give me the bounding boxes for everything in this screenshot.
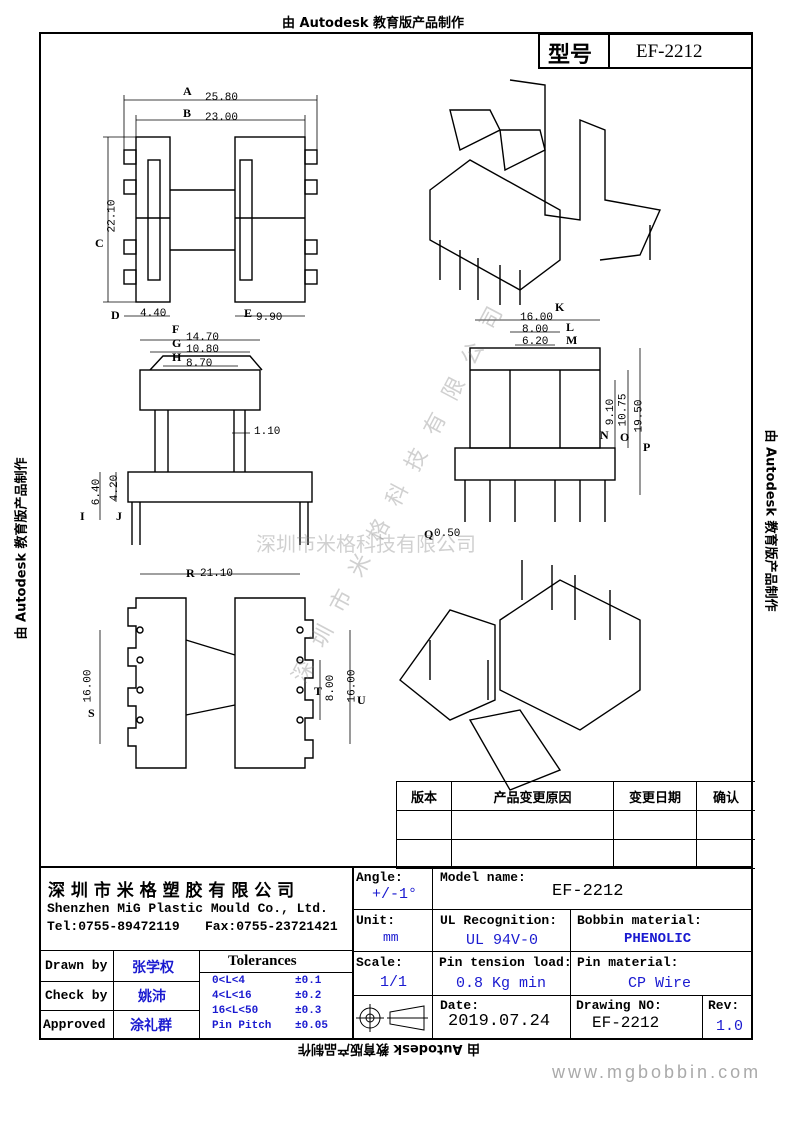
angle-value: +/-1°: [372, 886, 418, 903]
dim-S-label: S: [88, 706, 95, 720]
dim-T-label: T: [314, 684, 323, 698]
dim-D-label: D: [111, 308, 120, 322]
tol-value-1: ±0.2: [295, 990, 322, 1002]
watermark-horizontal: 深圳市米格科技有限公司: [256, 532, 476, 556]
dim-I-label: I: [80, 509, 85, 523]
dim-E-value: 9.90: [256, 312, 283, 324]
dim-J-value: 4.20: [109, 474, 122, 502]
dim-L-label: L: [566, 320, 575, 334]
drawn-by-label: Drawn by: [45, 958, 108, 973]
dim-G-value: 10.80: [186, 344, 220, 356]
dim-Q-label: Q: [424, 527, 434, 541]
tol-range-2: 16<L<50: [212, 1005, 259, 1017]
dim-U-label: U: [357, 693, 366, 707]
title-block: [39, 866, 753, 1042]
dim-H-label: H: [172, 350, 182, 364]
tol-value-0: ±0.1: [295, 975, 322, 987]
pin-tension-value: 0.8 Kg min: [456, 975, 547, 992]
pin-tension-label: Pin tension load:: [439, 955, 572, 970]
model-box-value: EF-2212: [636, 41, 703, 62]
unit-value: mm: [383, 930, 399, 945]
bobbin-material-label: Bobbin material:: [577, 913, 702, 928]
revision-table: 版本 产品变更原因 变更日期 确认: [396, 781, 755, 869]
dim-B-value: 23.00: [205, 112, 239, 124]
dim-J-label: J: [116, 509, 122, 523]
rev-header-date: 变更日期: [613, 781, 697, 811]
tol-range-1: 4<L<16: [212, 990, 252, 1002]
dim-I-value: 6.40: [91, 478, 104, 506]
dim-F-label: F: [172, 322, 180, 336]
rev-header-version: 版本: [396, 781, 452, 811]
scale-label: Scale:: [356, 955, 403, 970]
drawing-no-label: Drawing NO:: [576, 998, 662, 1013]
dim-S-value: 16.00: [82, 669, 95, 703]
check-by-label: Check by: [45, 988, 108, 1003]
dim-M-label: M: [566, 333, 578, 347]
rev-header-reason: 产品变更原因: [451, 781, 614, 811]
dim-L-value: 8.00: [522, 324, 549, 336]
tolerances-title: Tolerances: [228, 953, 297, 969]
angle-label: Angle:: [356, 870, 403, 885]
approved-label: Approved: [43, 1017, 106, 1032]
dim-Q-value: 0.50: [434, 528, 461, 540]
model-name-label: Model name:: [440, 870, 526, 885]
check-by-value: 姚沛: [138, 989, 166, 1005]
ul-recognition-label: UL Recognition:: [440, 913, 558, 928]
dim-R-value: 21.10: [200, 568, 234, 580]
company-fax: Fax:0755-23721421: [205, 919, 338, 934]
unit-label: Unit:: [356, 913, 396, 928]
pin-material-value: CP Wire: [628, 975, 692, 992]
drawn-by-value: 张学权: [132, 960, 174, 976]
dim-E-label: E: [244, 306, 253, 320]
dim-N-label: N: [600, 428, 609, 442]
dim-M-value: 6.20: [522, 336, 549, 348]
approved-value: 涂礼群: [130, 1018, 172, 1034]
dim-T-value: 8.00: [325, 674, 338, 702]
dim-F-value: 14.70: [186, 332, 220, 344]
bobbin-material-value: PHENOLIC: [624, 931, 692, 947]
dim-O-label: O: [620, 430, 630, 444]
pin-material-label: Pin material:: [577, 955, 679, 970]
dim-H-value: 8.70: [186, 358, 213, 370]
website-text: www.mgbobbin.com: [552, 1062, 762, 1082]
drawing-frame: [39, 32, 753, 1040]
company-tel: Tel:0755-89472119: [47, 919, 180, 934]
model-name-value: EF-2212: [552, 882, 624, 901]
model-box-top: 型号 EF-2212: [538, 33, 753, 69]
rev-label: Rev:: [708, 998, 740, 1013]
dim-G-label: G: [172, 336, 182, 350]
tol-range-3: Pin Pitch: [212, 1020, 272, 1032]
tol-value-3: ±0.05: [295, 1020, 329, 1032]
scale-value: 1/1: [380, 974, 408, 991]
ul-recognition-value: UL 94V-0: [466, 932, 539, 949]
tol-range-0: 0<L<4: [212, 975, 246, 987]
date-value: 2019.07.24: [448, 1012, 551, 1031]
dim-B-label: B: [183, 106, 192, 120]
date-label: Date:: [440, 998, 480, 1013]
dim-P-label: P: [643, 440, 651, 454]
model-box-label: 型号: [548, 43, 593, 68]
dim-P-value: 19.50: [633, 399, 646, 433]
banner-top: 由 Autodesk 教育版产品制作: [282, 16, 465, 31]
company-name-en: Shenzhen MiG Plastic Mould Co., Ltd.: [47, 901, 328, 916]
rev-header-confirm: 确认: [696, 781, 755, 811]
projection-symbol-icon: [356, 1004, 428, 1032]
dim-C-label: C: [95, 236, 104, 250]
dim-C-value: 22.10: [106, 199, 119, 233]
dim-A-label: A: [183, 84, 192, 98]
company-name-cn: 深 圳 市 米 格 塑 胶 有 限 公 司: [48, 881, 295, 901]
dim-K-label: K: [555, 300, 565, 314]
dim-N-value: 9.10: [605, 398, 618, 426]
dim-A-value: 25.80: [205, 92, 239, 104]
drawing-no-value: EF-2212: [592, 1014, 660, 1032]
tol-value-2: ±0.3: [295, 1005, 322, 1017]
dim-U-value: 16.00: [346, 669, 359, 703]
dim-K-value: 16.00: [520, 312, 554, 324]
dim-R-label: R: [186, 566, 195, 580]
dim-110-value: 1.10: [254, 426, 281, 438]
dim-D-value: 4.40: [140, 308, 167, 320]
rev-value: 1.0: [716, 1018, 744, 1035]
dim-O-value: 10.75: [617, 393, 630, 427]
